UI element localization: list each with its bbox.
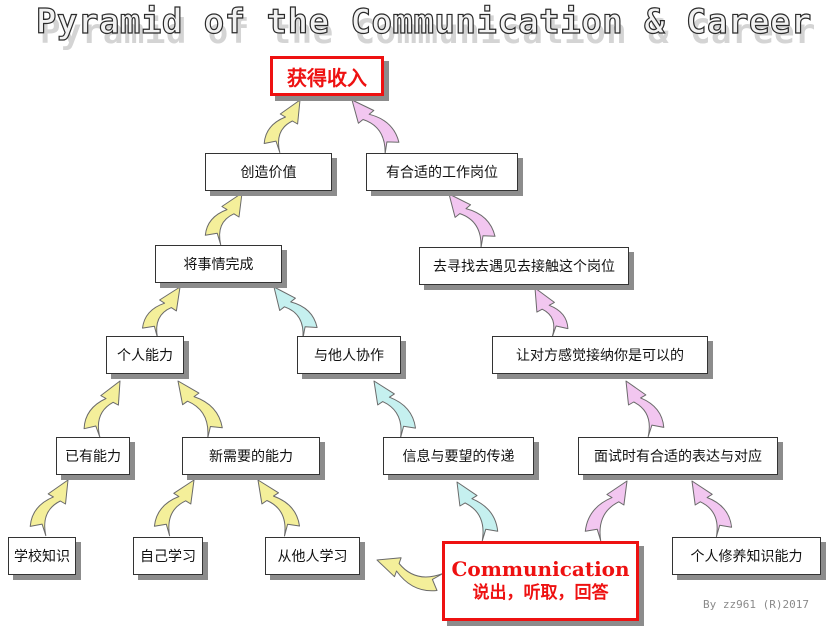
self-cultivation-node: 个人修养知识能力 [672,537,821,575]
seek-position-node: 去寻找去遇见去接触这个岗位 [419,247,629,285]
arrow-interview-to-acceptance [625,380,665,438]
arrow-school-to-existing [29,479,69,537]
school-knowledge-node: 学校知识 [8,537,76,575]
suitable-job-node: 有合适的工作岗位 [366,153,518,191]
collaborate-node: 与他人协作 [297,336,401,374]
arrow-cultivation-to-interview [691,480,733,538]
acceptance-node: 让对方感觉接纳你是可以的 [492,336,708,374]
self-study-node: 自己学习 [133,537,203,575]
goal-node: 获得收入 [270,56,384,96]
communication-node: Communication 说出，听取，回答 [442,541,639,621]
arrow-personal-ability-to-get-done [142,286,181,339]
arrow-create-value-to-goal [263,99,301,153]
new-ability-node: 新需要的能力 [182,437,320,475]
learn-from-others-node: 从他人学习 [265,537,360,575]
page-title: Pyramid of the Communication & Career [35,1,812,42]
communication-title: Communication [451,557,630,581]
arrow-seek-position-to-suitable-job [448,193,496,249]
arrow-communication-to-interview [584,480,628,542]
arrow-acceptance-to-seek-position [534,287,569,338]
page-title-shadow: Pyramid of the Communication & Career [40,12,816,52]
arrow-self-study-to-new [153,479,195,537]
arrow-communication-to-info [456,481,499,542]
arrow-get-done-to-create-value [204,192,243,246]
credit-text: By zz961 (R)2017 [703,598,809,611]
arrow-info-to-collaborate [373,380,416,439]
interview-expression-node: 面试时有合适的表达与对应 [578,437,778,475]
get-things-done-node: 将事情完成 [155,245,282,283]
personal-ability-node: 个人能力 [106,336,184,374]
create-value-node: 创造价值 [205,153,332,191]
communication-subtitle: 说出，听取，回答 [472,583,609,603]
arrow-existing-to-personal-ability [83,380,121,438]
arrow-new-to-personal-ability [177,380,223,439]
info-transfer-node: 信息与要望的传递 [383,437,534,475]
arrow-communication-to-others [376,557,444,592]
arrow-suitable-job-to-goal [351,99,400,155]
arrow-collaborate-to-get-done [273,286,318,339]
arrow-others-to-new [257,479,300,537]
existing-ability-node: 已有能力 [56,437,130,475]
